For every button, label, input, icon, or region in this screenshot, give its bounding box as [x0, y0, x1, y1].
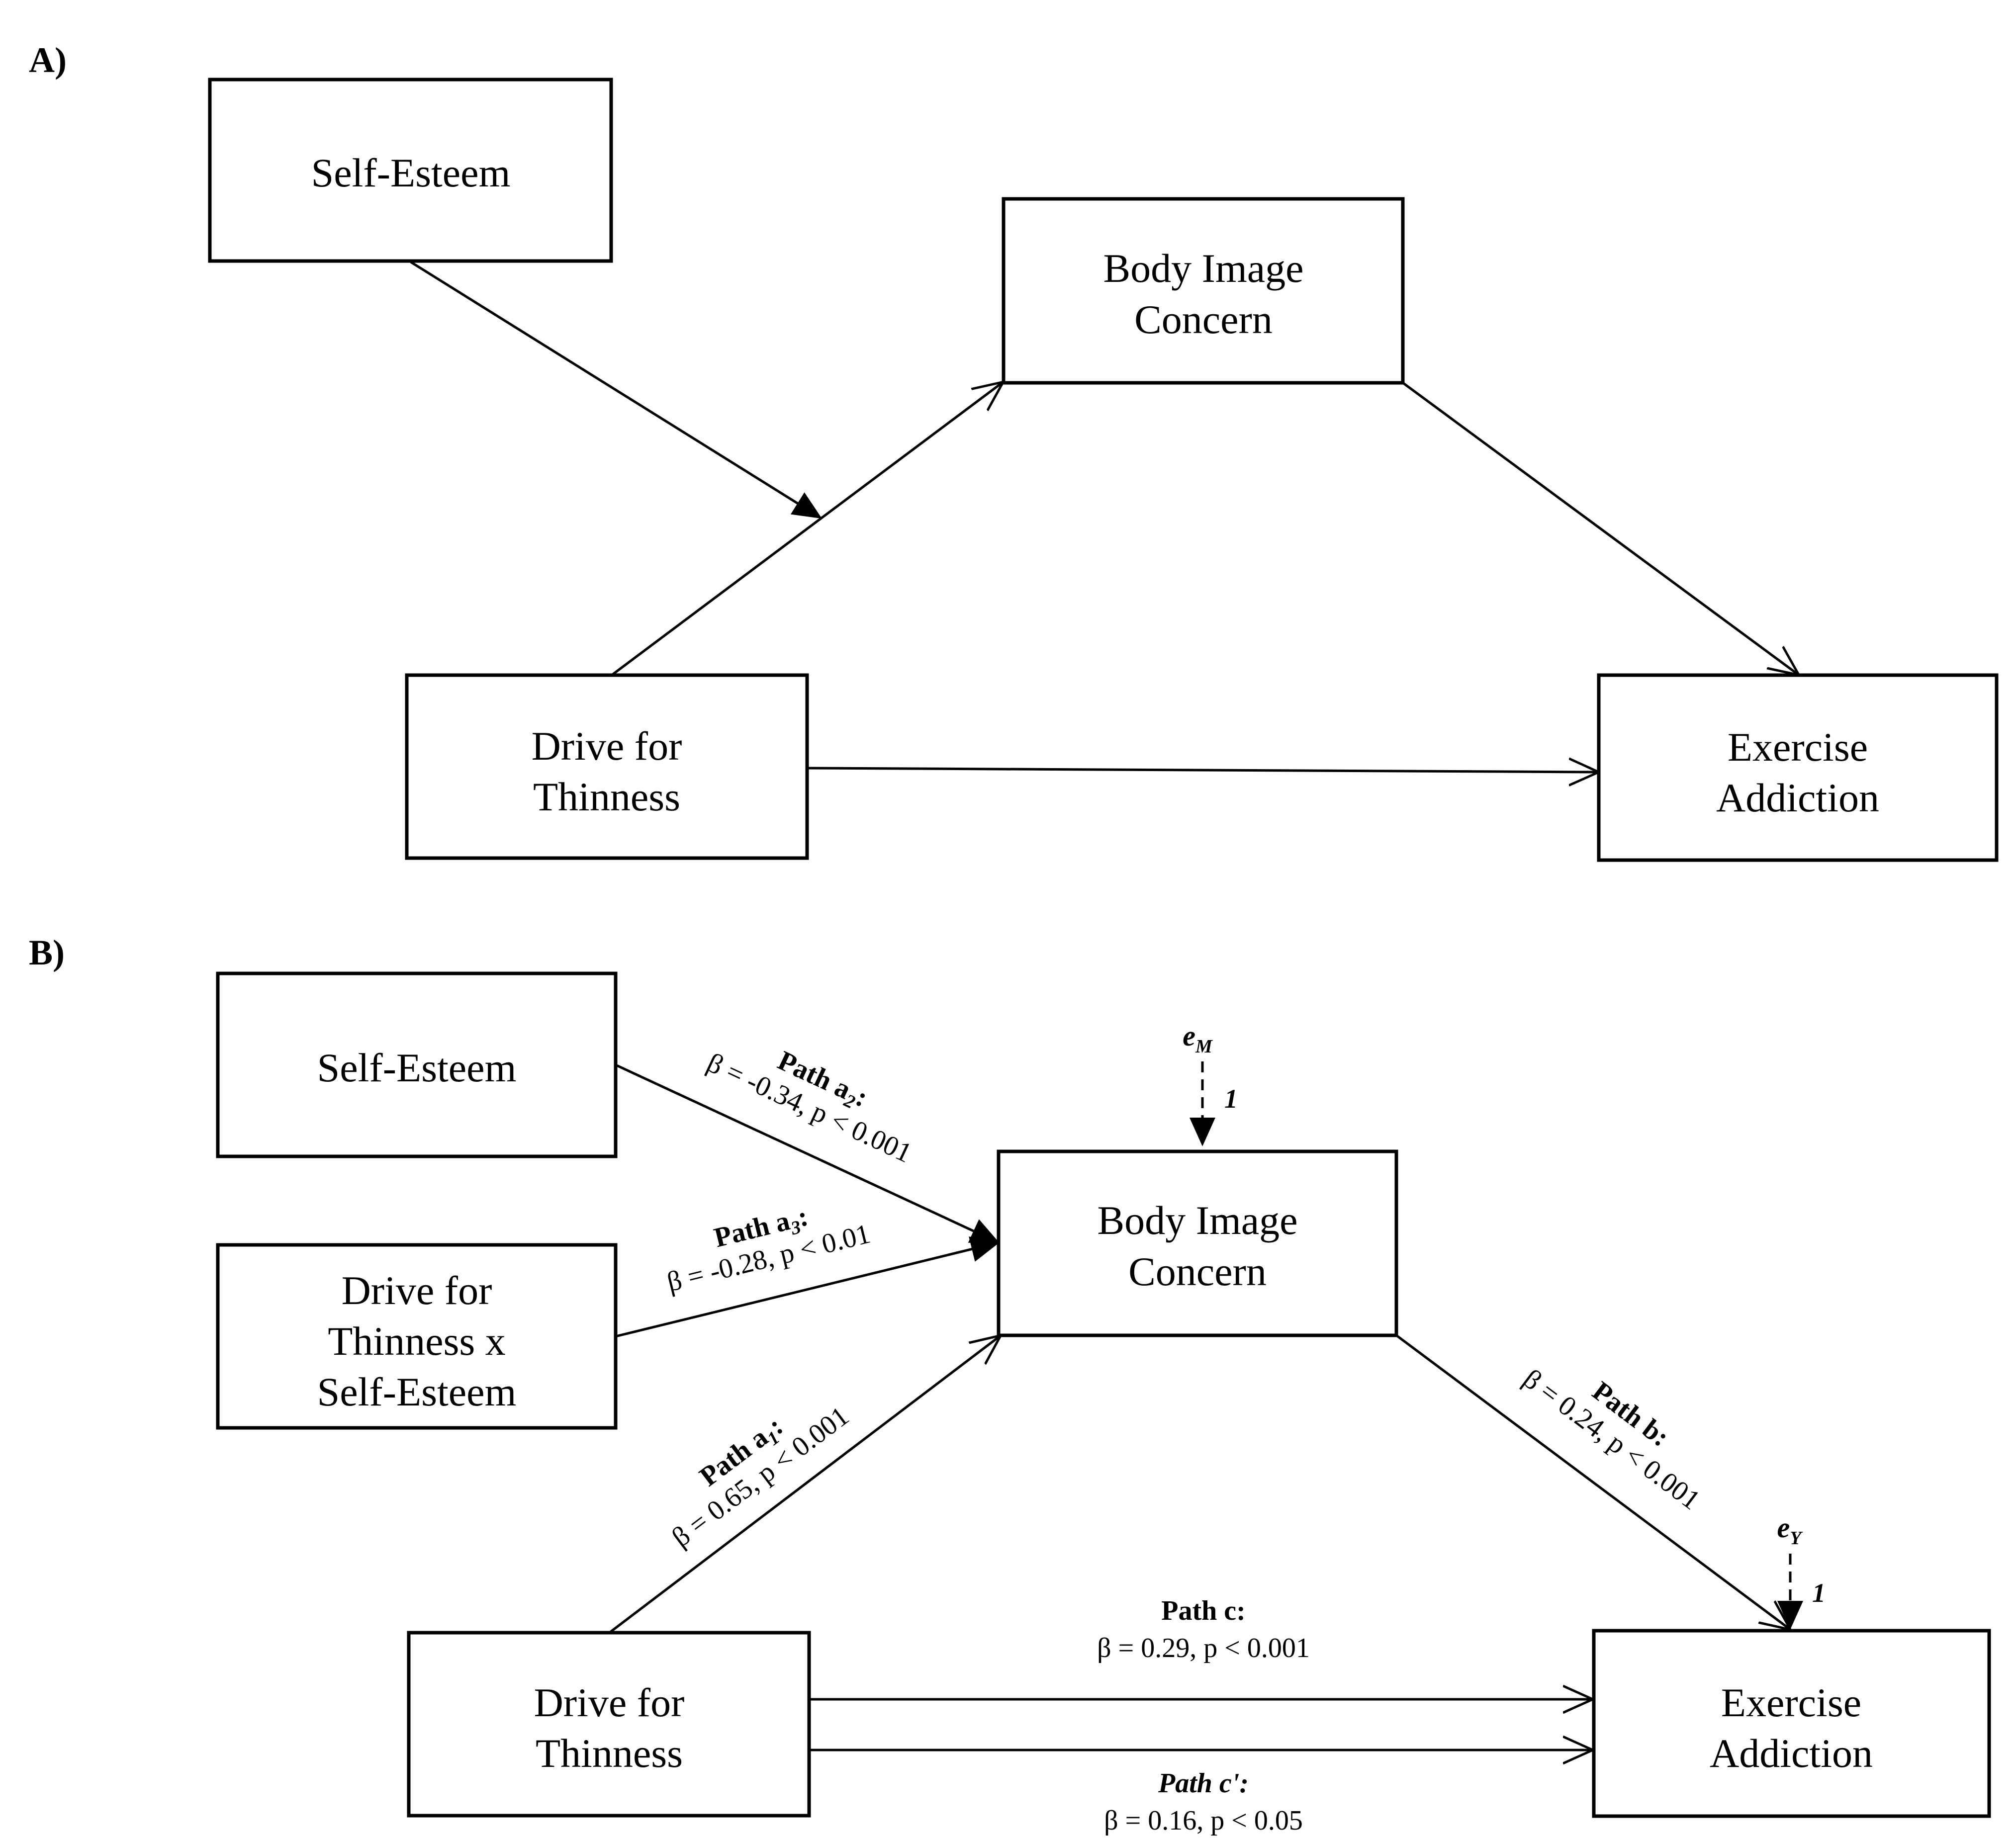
- panel-b-edge-drive-to-body-image: [610, 1336, 1000, 1633]
- error-em-label: eM: [1183, 1020, 1213, 1057]
- panel-a-self-esteem-text: Self-Esteem: [311, 150, 511, 195]
- panel-b-node-drive-for-thinness: Drive for Thinness: [407, 1631, 811, 1818]
- error-ey-label: eY: [1777, 1511, 1804, 1549]
- panel-b-drive-line2: Thinness: [536, 1731, 683, 1776]
- error-em-weight: 1: [1224, 1084, 1238, 1114]
- panel-a-body-image-line1: Body Image: [1103, 246, 1303, 291]
- panel-a-edge-self-esteem-moderation: [410, 261, 822, 519]
- panel-a: A) Self-Esteem Body Image Concern Drive …: [29, 40, 1999, 862]
- panel-b-node-exercise-addiction: Exercise Addiction: [1592, 1629, 1991, 1818]
- panel-a-label: A): [29, 40, 67, 80]
- panel-b-node-body-image-concern: Body Image Concern: [997, 1149, 1398, 1337]
- panel-b-label: B): [29, 933, 65, 972]
- panel-b-interaction-line1: Drive for: [342, 1268, 492, 1313]
- panel-b-interaction-line3: Self-Esteem: [317, 1369, 517, 1414]
- panel-a-edge-body-image-to-exercise: [1402, 381, 1798, 674]
- path-c-title: Path c:: [1161, 1595, 1246, 1626]
- panel-a-body-image-line2: Concern: [1134, 297, 1273, 342]
- panel-b-node-self-esteem: Self-Esteem: [216, 971, 618, 1158]
- panel-a-node-drive-for-thinness: Drive for Thinness: [405, 673, 809, 860]
- panel-b: B) Self-Esteem Drive for Thinness x Self…: [29, 933, 1991, 1836]
- path-a1-stat: β = 0.65, p < 0.001: [666, 1401, 855, 1553]
- panel-b-error-ey: eY 1: [1777, 1511, 1826, 1630]
- panel-b-error-em: eM 1: [1183, 1020, 1238, 1146]
- panel-a-node-body-image-concern: Body Image Concern: [1002, 197, 1405, 385]
- error-ey-weight: 1: [1812, 1578, 1826, 1608]
- panel-a-node-self-esteem: Self-Esteem: [208, 78, 613, 263]
- panel-b-edge-self-esteem-to-body-image: [615, 1063, 1000, 1243]
- panel-b-exercise-line1: Exercise: [1721, 1680, 1861, 1725]
- panel-b-interaction-line2: Thinness x: [328, 1318, 506, 1364]
- panel-b-drive-line1: Drive for: [534, 1680, 685, 1725]
- panel-b-body-image-line2: Concern: [1128, 1249, 1267, 1294]
- panel-a-edge-drive-to-body-image: [611, 383, 1002, 677]
- panel-b-body-image-line1: Body Image: [1097, 1198, 1297, 1243]
- path-b-label: Path b: β = 0.24, p < 0.001: [1517, 1363, 1706, 1516]
- path-c-label: Path c: β = 0.29, p < 0.001: [1097, 1595, 1310, 1664]
- panel-b-self-esteem-text: Self-Esteem: [317, 1045, 517, 1090]
- path-c-prime-label: Path c': β = 0.16, p < 0.05: [1104, 1768, 1303, 1836]
- panel-a-drive-line2: Thinness: [533, 774, 680, 819]
- panel-b-edge-body-image-to-exercise: [1395, 1334, 1789, 1629]
- panel-a-exercise-line1: Exercise: [1728, 724, 1868, 770]
- panel-a-exercise-line2: Addiction: [1716, 775, 1879, 820]
- path-c-prime-stat: β = 0.16, p < 0.05: [1104, 1805, 1303, 1836]
- panel-a-edge-drive-to-exercise: [807, 768, 1597, 772]
- path-a2-label: Path a2: β = -0.34, p < 0.001: [702, 1045, 916, 1169]
- panel-b-node-interaction: Drive for Thinness x Self-Esteem: [216, 1243, 618, 1430]
- path-c-prime-title: Path c':: [1158, 1768, 1249, 1799]
- panel-b-edge-interaction-to-body-image: [615, 1236, 1000, 1338]
- path-c-stat: β = 0.29, p < 0.001: [1097, 1633, 1310, 1664]
- panel-b-exercise-line2: Addiction: [1710, 1731, 1873, 1776]
- panel-a-node-exercise-addiction: Exercise Addiction: [1597, 673, 1999, 862]
- panel-a-drive-line1: Drive for: [532, 723, 682, 769]
